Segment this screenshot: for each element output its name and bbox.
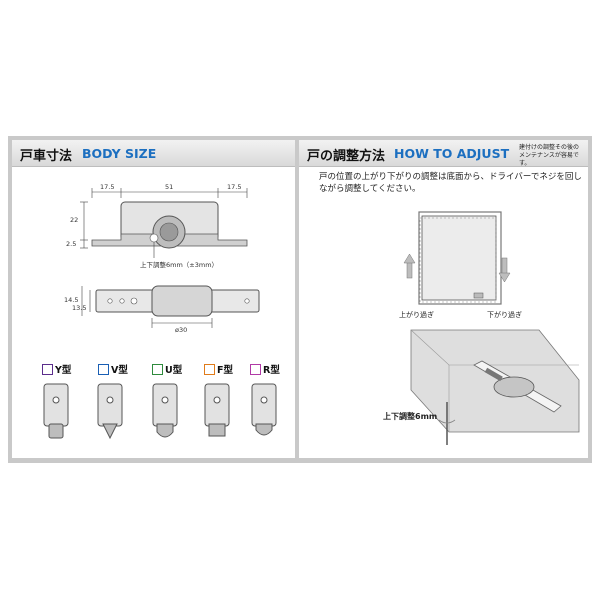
dim-top-mid: 51 <box>165 183 174 191</box>
type-v-label: V型 <box>98 362 128 376</box>
wheel-y <box>43 383 69 439</box>
dim-height-22: 22 <box>70 216 79 224</box>
body-size-panel: 戸車寸法 BODY SIZE <box>12 140 295 458</box>
type-u-label: U型 <box>152 362 182 376</box>
adjust-title-en: HOW TO ADJUST <box>394 146 510 161</box>
body-size-title-jp: 戸車寸法 <box>20 149 73 164</box>
dim-side-135: 13.5 <box>72 304 87 312</box>
wheel-f <box>204 383 230 437</box>
label-adjust-6mm: 上下調整6mm <box>383 412 438 421</box>
how-to-adjust-header: 戸の調整方法 HOW TO ADJUST 建付けの調整その後の メンテナンスが容… <box>299 140 588 167</box>
maintenance-note: 建付けの調整その後の メンテナンスが容易です。 <box>519 144 580 167</box>
adjust-instruction: 戸の位置の上がり下がりの調整は底面から、ドライバーでネジを回し ながら調整してく… <box>319 172 582 194</box>
dim-side-145: 14.5 <box>64 296 79 304</box>
u-groove-icon <box>152 363 163 375</box>
label-too-low: 下がり過ぎ <box>487 311 522 319</box>
type-f-label: F型 <box>204 362 233 376</box>
flat-icon <box>204 363 215 375</box>
up-arrow-icon <box>403 253 416 279</box>
body-size-title-en: BODY SIZE <box>82 146 157 161</box>
dim-diameter: ø30 <box>175 326 188 334</box>
wheel-types-drawing <box>43 383 277 440</box>
dim-adjust-range: 上下調整6mm（±3mm） <box>140 261 219 269</box>
label-too-high: 上がり過ぎ <box>399 311 434 319</box>
y-groove-icon <box>42 363 53 375</box>
body-size-header: 戸車寸法 BODY SIZE <box>12 140 295 167</box>
door-adjust-drawing <box>403 211 580 445</box>
front-view-drawing <box>80 188 260 328</box>
dim-top-left: 17.5 <box>100 183 115 191</box>
how-to-adjust-panel: 戸の調整方法 HOW TO ADJUST 建付けの調整その後の メンテナンスが容… <box>299 140 588 458</box>
v-groove-icon <box>98 363 109 375</box>
wheel-r <box>251 383 277 436</box>
adjust-title-jp: 戸の調整方法 <box>307 149 386 164</box>
down-arrow-icon <box>498 257 511 283</box>
dim-height-25: 2.5 <box>66 240 77 248</box>
wheel-v <box>97 383 123 440</box>
diagram-frame: 戸車寸法 BODY SIZE <box>8 136 592 463</box>
type-r-label: R型 <box>250 362 280 376</box>
wheel-u <box>152 383 178 438</box>
r-round-icon <box>250 363 261 375</box>
dim-top-right: 17.5 <box>227 183 242 191</box>
type-y-label: Y型 <box>42 362 71 376</box>
